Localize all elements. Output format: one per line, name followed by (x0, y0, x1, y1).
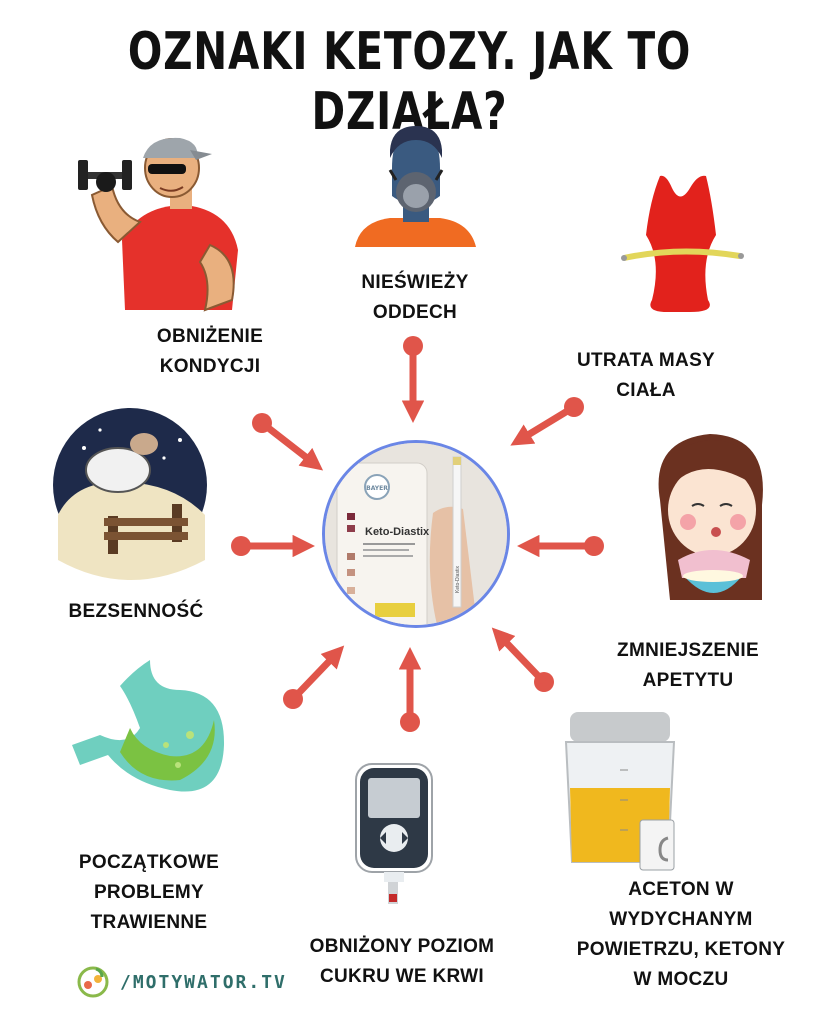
arrow-right (517, 534, 604, 558)
label-line: UTRATA MASY (576, 350, 716, 371)
motywator-logo: /MOTYWATOR.TV (76, 964, 287, 1000)
label-line: WYDYCHANYM (609, 909, 753, 930)
logo-text: /MOTYWATOR.TV (120, 971, 287, 993)
label-line: PROBLEMY (93, 882, 205, 903)
arrow-top-right (510, 397, 584, 446)
arrow-bottom-right (491, 627, 554, 692)
label-line: APETYTU (642, 670, 734, 691)
glucose-meter-illustration (355, 763, 433, 904)
stomach-illustration (72, 660, 225, 792)
label-poczatkowe-problemy-trawienne: POCZĄTKOWE PROBLEMY TRAWIENNE (64, 848, 234, 938)
label-aceton-ketony: ACETON W WYDYCHANYM POWIETRZU, KETONY W … (556, 875, 806, 995)
strip-label-text: Keto-Diastix (365, 526, 430, 538)
arrow-left (231, 534, 315, 558)
gas-mask-man-illustration (355, 126, 476, 247)
label-line: OBNIŻONY POZIOM (309, 936, 495, 957)
label-obnizenie-kondycji: OBNIŻENIE KONDYCJI (140, 322, 280, 382)
label-nieswiezy-oddech: NIEŚWIEŻY ODDECH (340, 268, 490, 328)
label-line: CIAŁA (616, 380, 676, 401)
logo-icon (77, 966, 109, 998)
label-line: OBNIŻENIE (156, 326, 264, 347)
label-line: ACETON W (628, 879, 734, 900)
red-dress-illustration (621, 175, 744, 312)
label-line: BEZSENNOŚĆ (68, 601, 204, 622)
arrow-bottom-left (283, 645, 345, 709)
label-zmniejszenie-apetytu: ZMNIEJSZENIE APETYTU (596, 636, 780, 696)
label-line: CUKRU WE KRWI (320, 966, 484, 987)
label-line: KONDYCJI (159, 356, 261, 377)
strip-stick-text: Keto-Diastix (455, 566, 461, 593)
label-line: ZMNIEJSZENIE (617, 640, 759, 661)
label-line: ODDECH (372, 302, 458, 323)
page-title: OZNAKI KETOZY. JAK TO DZIAŁA? (127, 22, 692, 142)
urine-container-illustration (564, 712, 676, 871)
ketone-strips-photo: BAYER Keto-Diastix Keto-Diastix (322, 440, 510, 628)
sheep-night-illustration (53, 408, 207, 580)
arrow-top (401, 336, 425, 423)
label-bezsennosc: BEZSENNOŚĆ (56, 597, 216, 627)
strip-brand-text: BAYER (366, 485, 388, 492)
label-utrata-masy-ciala: UTRATA MASY CIAŁA (556, 346, 736, 406)
label-line: POWIETRZU, KETONY (576, 939, 786, 960)
label-obnizony-poziom-cukru: OBNIŻONY POZIOM CUKRU WE KRWI (296, 932, 508, 992)
label-line: NIEŚWIEŻY (361, 272, 469, 293)
label-line: W MOCZU (633, 969, 729, 990)
muscle-man-illustration (78, 137, 238, 312)
label-line: TRAWIENNE (90, 912, 208, 933)
arrow-top-left (252, 413, 324, 471)
label-line: POCZĄTKOWE (78, 852, 220, 873)
girl-eating-illustration (658, 434, 763, 600)
arrow-bottom (398, 647, 422, 732)
ketone-strips-image: BAYER Keto-Diastix Keto-Diastix (325, 443, 507, 625)
